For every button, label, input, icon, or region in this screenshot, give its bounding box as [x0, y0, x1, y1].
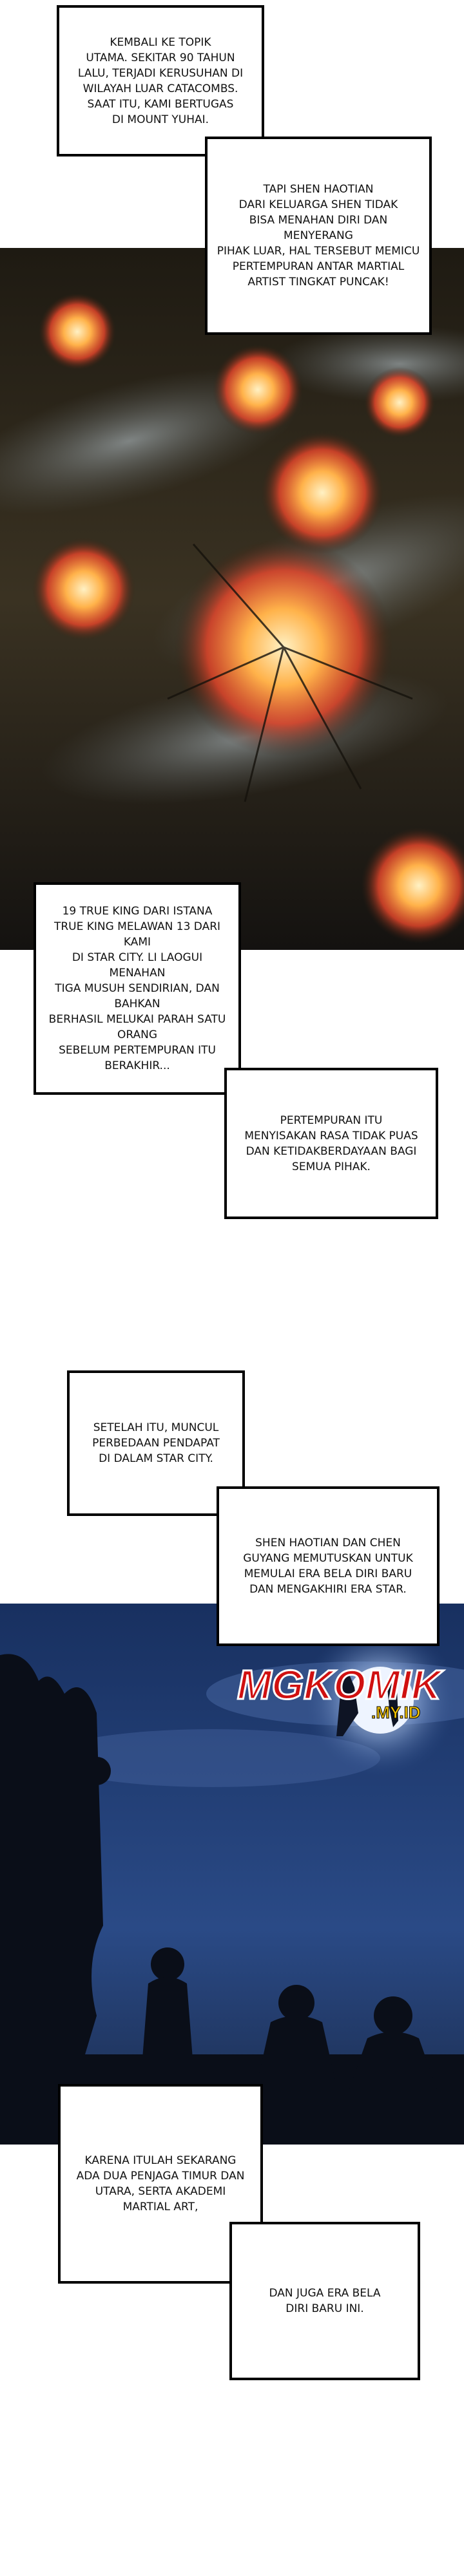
caption-box: SETELAH ITU, MUNCUL PERBEDAAN PENDAPAT D… — [67, 1370, 245, 1516]
night-sky-panel — [0, 1604, 464, 2145]
explosion-illustration — [0, 248, 464, 950]
caption-box: KEMBALI KE TOPIK UTAMA. SEKITAR 90 TAHUN… — [57, 5, 264, 156]
night-sky-illustration — [0, 1604, 464, 2145]
caption-text: 19 TRUE KING DARI ISTANA TRUE KING MELAW… — [48, 905, 226, 1072]
caption-text: DAN JUGA ERA BELA DIRI BARU INI. — [269, 2287, 381, 2315]
caption-text: KEMBALI KE TOPIK UTAMA. SEKITAR 90 TAHUN… — [77, 35, 244, 126]
caption-box: TAPI SHEN HAOTIAN DARI KELUARGA SHEN TID… — [205, 137, 432, 335]
caption-text: KARENA ITULAH SEKARANG ADA DUA PENJAGA T… — [76, 2154, 245, 2213]
caption-text: TAPI SHEN HAOTIAN DARI KELUARGA SHEN TID… — [217, 183, 420, 289]
caption-box: DAN JUGA ERA BELA DIRI BARU INI. — [229, 2222, 420, 2380]
caption-box: KARENA ITULAH SEKARANG ADA DUA PENJAGA T… — [58, 2084, 263, 2284]
caption-box: PERTEMPURAN ITU MENYISAKAN RASA TIDAK PU… — [224, 1068, 438, 1219]
svg-text:.MY.ID: .MY.ID — [371, 1703, 421, 1722]
caption-text: PERTEMPURAN ITU MENYISAKAN RASA TIDAK PU… — [244, 1113, 418, 1173]
mgkomik-logo: MGKOMIK .MY.ID — [233, 1649, 452, 1726]
svg-text:MGKOMIK: MGKOMIK — [237, 1662, 444, 1708]
explosion-panel — [0, 248, 464, 950]
caption-box: 19 TRUE KING DARI ISTANA TRUE KING MELAW… — [34, 882, 241, 1095]
mgkomik-logo-graphic: MGKOMIK .MY.ID — [237, 1661, 445, 1723]
caption-text: SETELAH ITU, MUNCUL PERBEDAAN PENDAPAT D… — [92, 1421, 220, 1465]
caption-box: SHEN HAOTIAN DAN CHEN GUYANG MEMUTUSKAN … — [217, 1486, 440, 1646]
caption-text: SHEN HAOTIAN DAN CHEN GUYANG MEMUTUSKAN … — [243, 1537, 413, 1596]
